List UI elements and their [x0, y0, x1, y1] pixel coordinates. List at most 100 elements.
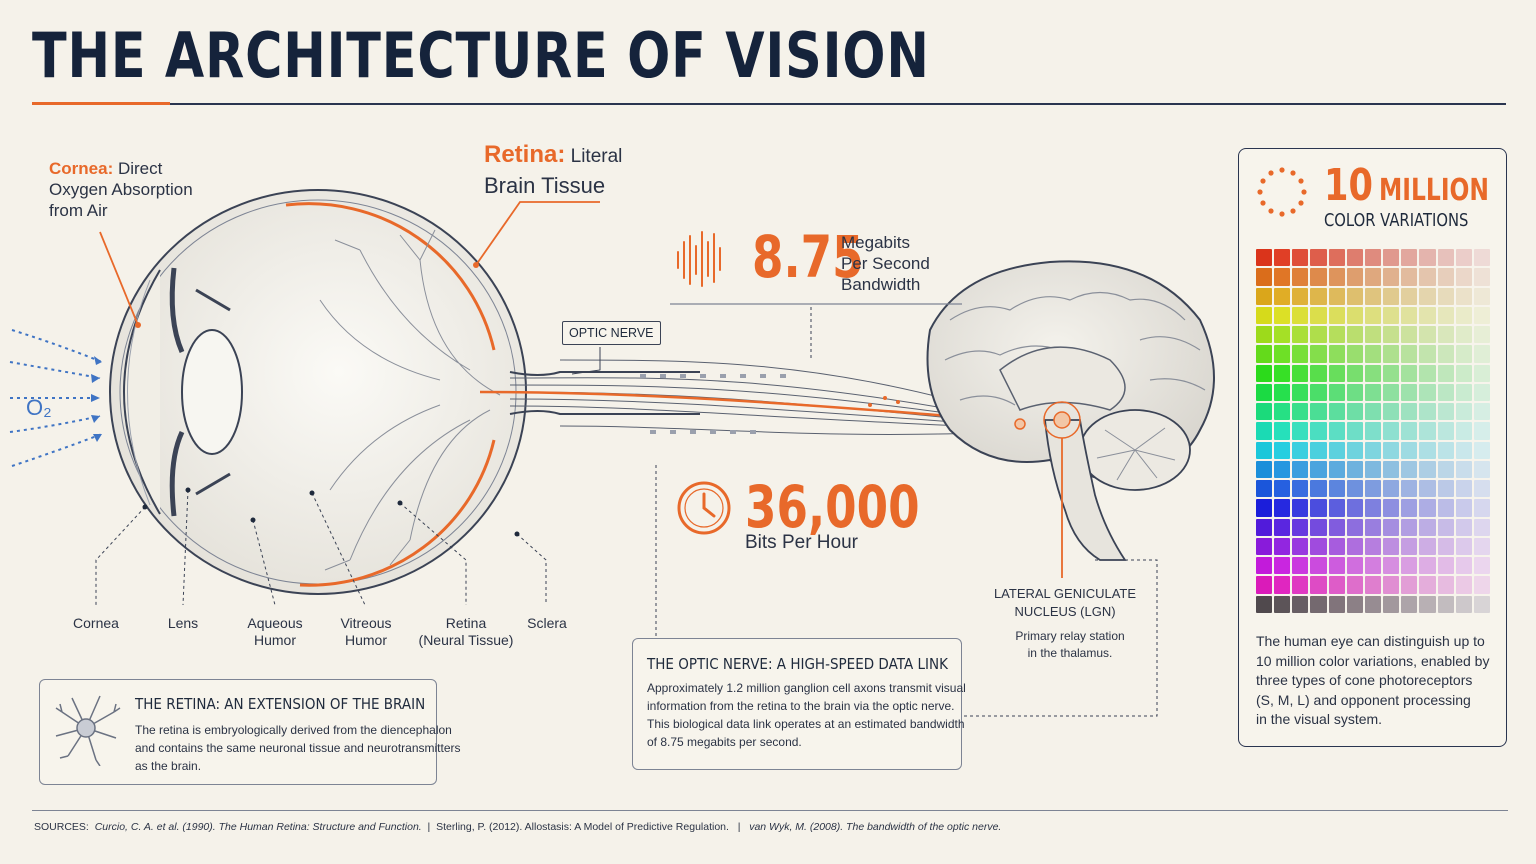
- color-swatch: [1419, 518, 1436, 536]
- color-swatch: [1274, 441, 1291, 459]
- color-swatch: [1310, 480, 1327, 498]
- color-swatch: [1419, 287, 1436, 305]
- color-swatch: [1401, 287, 1418, 305]
- color-swatch: [1383, 364, 1400, 382]
- color-swatch: [1256, 249, 1273, 267]
- color-swatch: [1383, 460, 1400, 479]
- color-swatch: [1256, 383, 1273, 402]
- color-swatch: [1364, 441, 1382, 459]
- color-swatch: [1401, 268, 1418, 286]
- color-swatch: [1383, 441, 1400, 459]
- bits-per-hour-value: 36,000: [745, 473, 920, 541]
- title-accent-bar: [32, 102, 170, 105]
- color-swatch: [1473, 268, 1490, 286]
- color-swatch: [1310, 576, 1327, 594]
- color-swatch: [1346, 576, 1363, 594]
- eye-illustration: [109, 189, 700, 595]
- color-swatch: [1328, 326, 1345, 344]
- optic-nerve-info-box: THE OPTIC NERVE: A HIGH-SPEED DATA LINK …: [632, 638, 966, 770]
- color-swatch: [1401, 383, 1418, 402]
- color-swatch: [1328, 441, 1345, 459]
- color-swatch: [1437, 383, 1454, 402]
- color-swatch: [1364, 364, 1382, 382]
- color-swatch: [1383, 499, 1400, 517]
- color-swatch: [1419, 595, 1436, 613]
- color-swatch: [1437, 499, 1454, 517]
- color-swatch: [1292, 326, 1309, 344]
- color-swatch: [1274, 287, 1291, 305]
- color-swatch: [1455, 422, 1472, 440]
- color-swatch: [1346, 595, 1363, 613]
- color-swatch: [1274, 268, 1291, 286]
- color-swatch: [1364, 345, 1382, 363]
- color-swatch: [1274, 537, 1291, 556]
- color-swatch: [1346, 557, 1363, 575]
- color-swatch: [1292, 441, 1309, 459]
- color-swatch: [1437, 403, 1454, 421]
- color-swatch: [1401, 518, 1418, 536]
- color-swatch: [1310, 537, 1327, 556]
- color-swatch: [1419, 345, 1436, 363]
- color-swatch: [1455, 595, 1472, 613]
- color-swatch: [1346, 383, 1363, 402]
- color-swatch: [1437, 460, 1454, 479]
- color-swatch: [1455, 345, 1472, 363]
- color-swatch: [1401, 499, 1418, 517]
- color-swatch: [1310, 460, 1327, 479]
- color-swatch: [1256, 364, 1273, 382]
- cornea-callout-line1: Direct: [113, 159, 163, 178]
- color-swatch: [1401, 460, 1418, 479]
- title-divider: [32, 103, 1506, 105]
- color-swatch: [1292, 595, 1309, 613]
- color-swatch: [1473, 518, 1490, 536]
- color-swatch: [1455, 441, 1472, 459]
- color-swatch: [1310, 345, 1327, 363]
- color-swatch: [1346, 460, 1363, 479]
- color-swatch: [1274, 480, 1291, 498]
- color-swatch: [1419, 326, 1436, 344]
- color-swatch: [1473, 557, 1490, 575]
- color-swatch: [1292, 518, 1309, 536]
- retina-callout-line2: Brain Tissue: [484, 173, 606, 198]
- color-swatch: [1328, 249, 1345, 267]
- neuron-icon: [55, 695, 121, 766]
- retina-callout-highlight: Retina:: [484, 141, 566, 168]
- retina-callout-line1: Literal: [565, 146, 623, 167]
- color-swatch: [1401, 326, 1418, 344]
- color-swatch: [1256, 576, 1273, 594]
- color-swatch: [1364, 268, 1382, 286]
- color-swatch: [1364, 403, 1382, 421]
- color-swatch: [1274, 499, 1291, 517]
- page-title: THE ARCHITECTURE OF VISION: [32, 19, 930, 92]
- color-swatch: [1437, 422, 1454, 440]
- retina-box-text: The retina is embryologically derived fr…: [135, 723, 461, 773]
- color-swatch: [1473, 383, 1490, 402]
- color-swatch: [1364, 595, 1382, 613]
- color-swatch: [1328, 537, 1345, 556]
- color-swatch: [1401, 403, 1418, 421]
- color-swatch: [1419, 268, 1436, 286]
- color-swatch: [1455, 364, 1472, 382]
- color-swatch: [1473, 345, 1490, 363]
- color-swatch: [1401, 480, 1418, 498]
- color-swatch: [1419, 422, 1436, 440]
- color-swatch: [1310, 595, 1327, 613]
- color-swatch: [1364, 422, 1382, 440]
- color-swatch: [1274, 306, 1291, 325]
- color-swatch: [1292, 306, 1309, 325]
- color-swatch: [1383, 306, 1400, 325]
- color-swatch: [1256, 537, 1273, 556]
- color-swatch: [1473, 249, 1490, 267]
- color-swatch: [1274, 576, 1291, 594]
- color-swatch: [1437, 537, 1454, 556]
- color-swatch: [1274, 460, 1291, 479]
- color-swatch: [1346, 326, 1363, 344]
- source-1: Curcio, C. A. et al. (1990). The Human R…: [94, 821, 422, 833]
- color-swatch: [1383, 576, 1400, 594]
- color-dots-icon: [1257, 167, 1307, 217]
- color-swatch: [1473, 326, 1490, 344]
